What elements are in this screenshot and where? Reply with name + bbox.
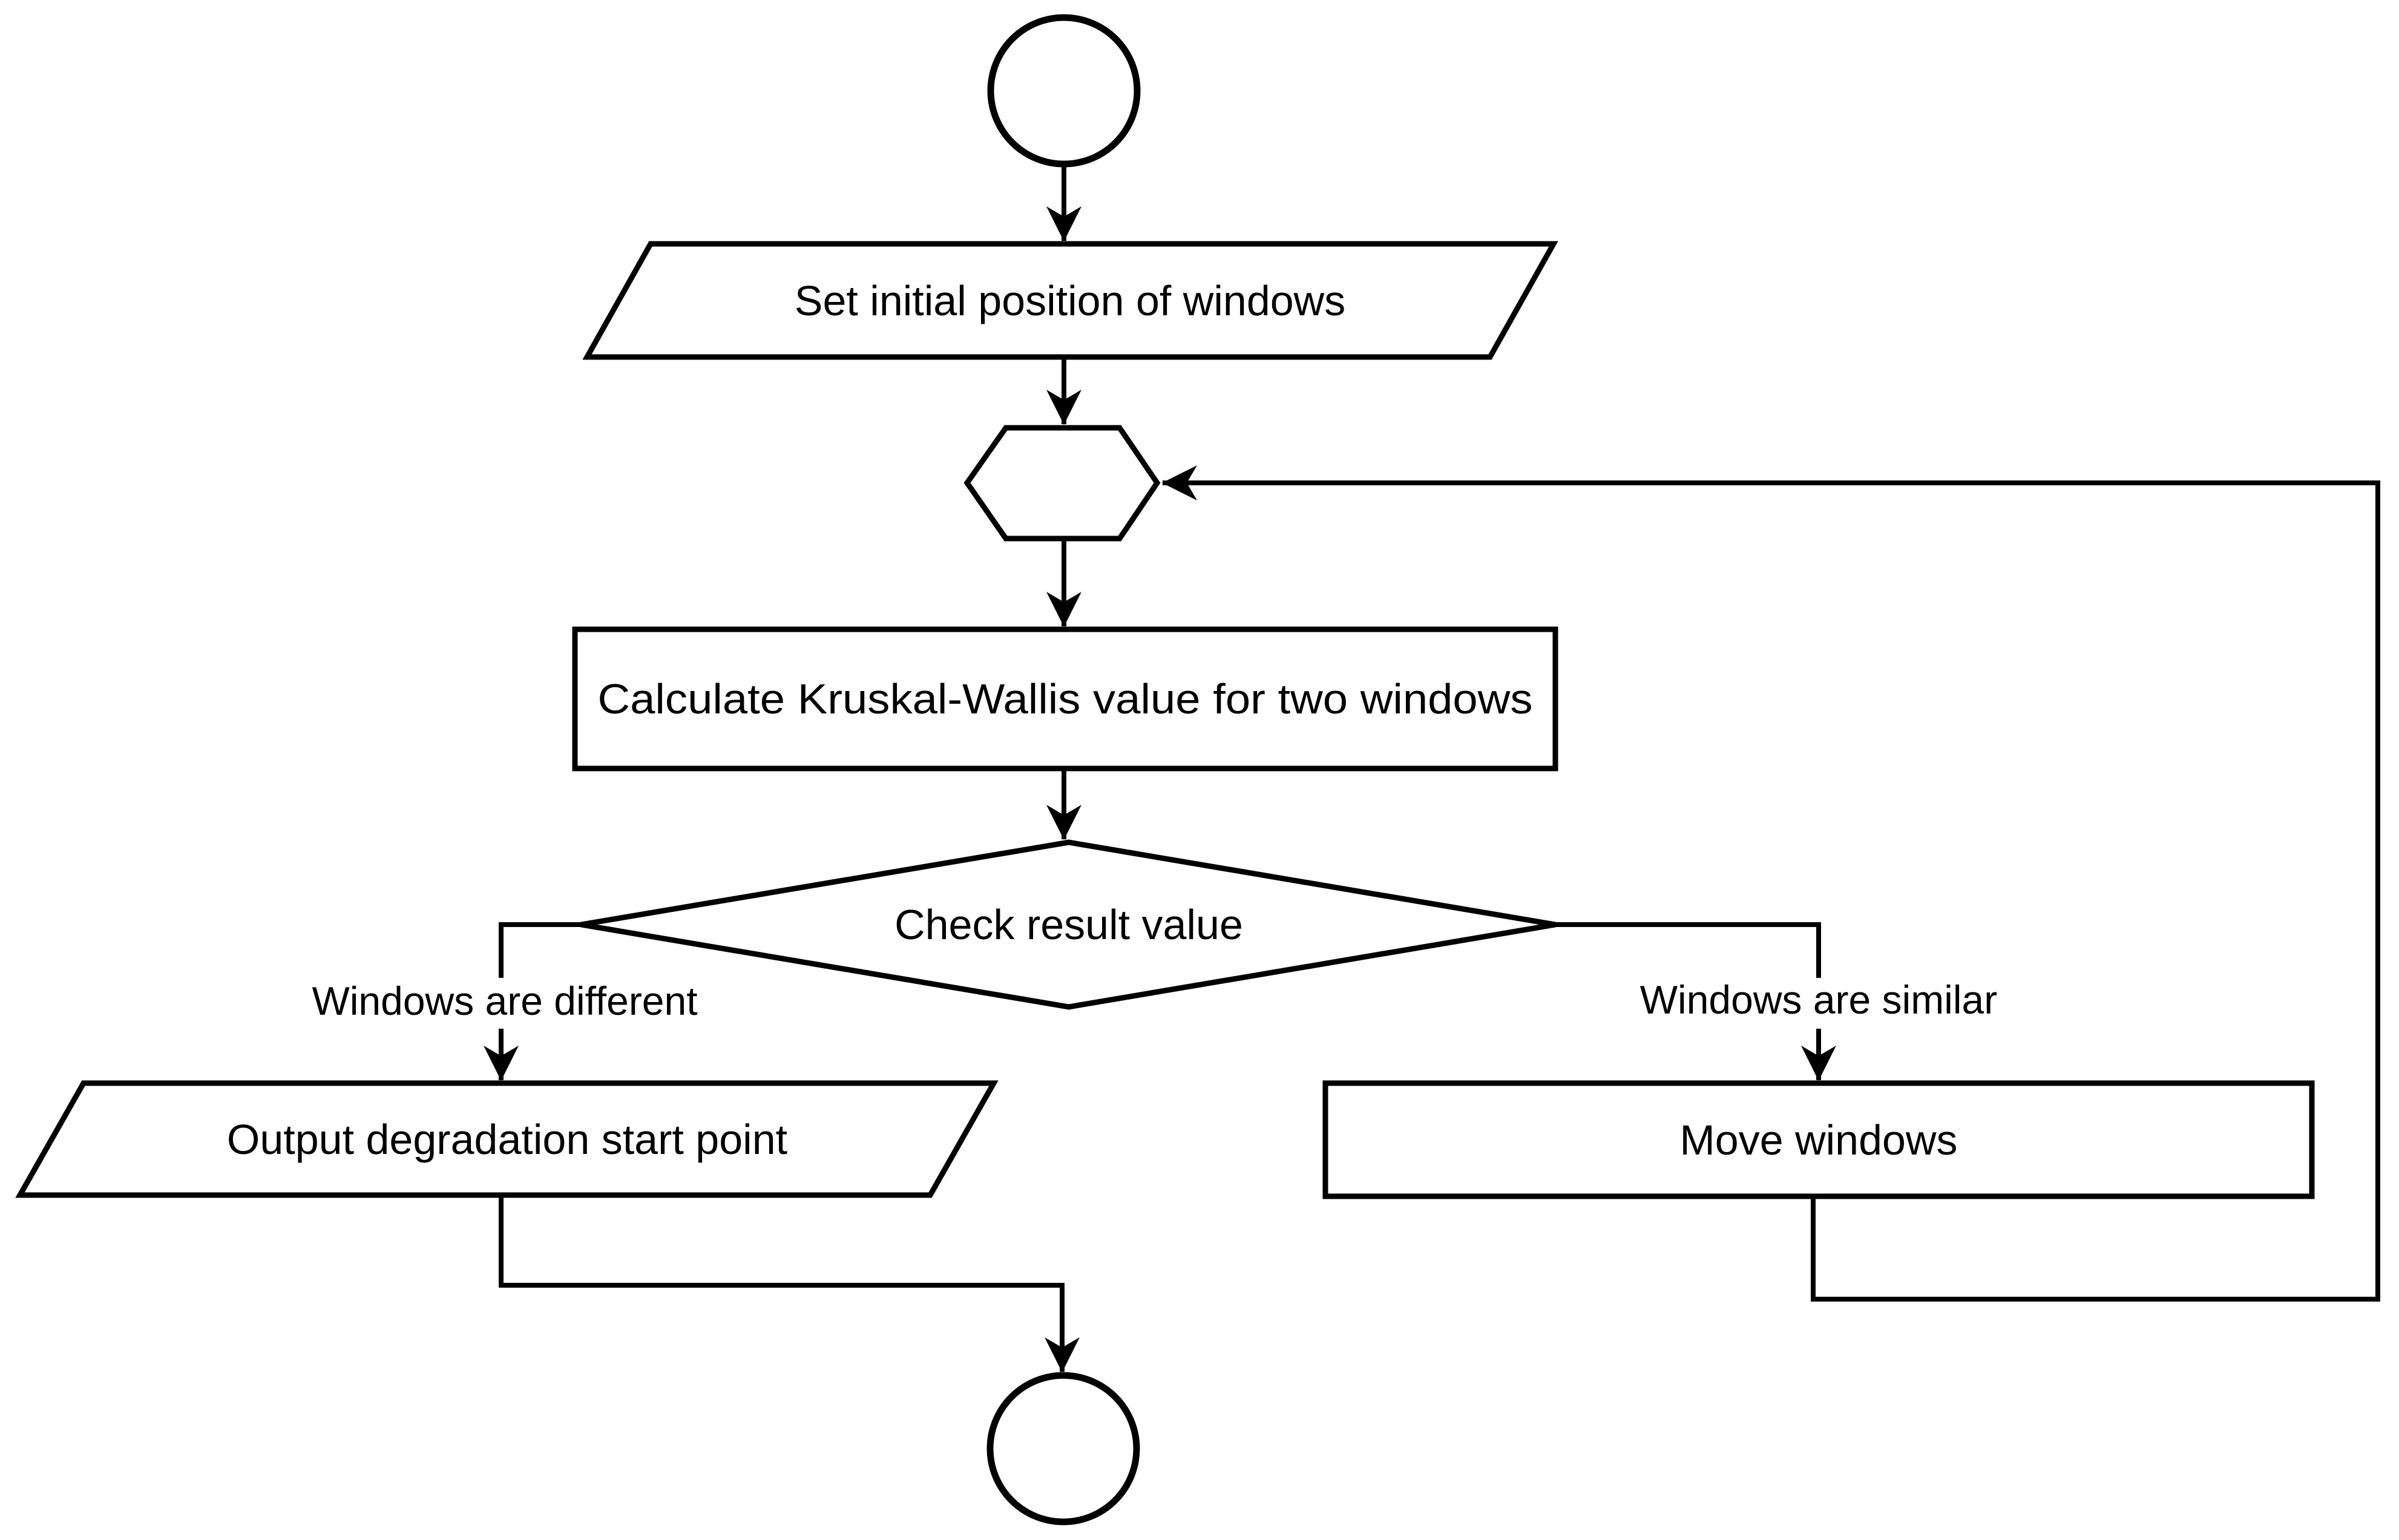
- check-result-decision-node: [580, 839, 1556, 1010]
- edge-output-to-end: [499, 1195, 1080, 1372]
- set-initial-position-node: [582, 241, 1558, 360]
- calculate-kruskal-wallis-label: Calculate Kruskal-Wallis value for two w…: [598, 675, 1533, 722]
- windows-similar-edge-label: Windows are similar: [1640, 977, 1997, 1022]
- calculate-kruskal-wallis-node: [572, 626, 1558, 772]
- loop-junction-node: [963, 425, 1161, 542]
- end-node: [986, 1372, 1140, 1525]
- move-windows-node: [1322, 1080, 2315, 1199]
- edge-move-to-loop: [1162, 465, 2380, 1302]
- edge-check-to-move-line: [1555, 922, 1821, 978]
- set-initial-position-label: Set initial position of windows: [795, 277, 1345, 324]
- move-windows-label: Move windows: [1679, 1116, 1957, 1164]
- start-node: [987, 14, 1141, 168]
- windows-different-edge-label: Windows are different: [312, 978, 697, 1023]
- check-result-label: Check result value: [894, 901, 1243, 948]
- edge-check-to-move: [1555, 922, 1836, 1081]
- edge-check-to-output: [484, 922, 581, 1081]
- edge-check-to-output-line: [499, 922, 581, 978]
- output-degradation-node: [15, 1080, 999, 1198]
- output-degradation-label: Output degradation start point: [227, 1116, 787, 1163]
